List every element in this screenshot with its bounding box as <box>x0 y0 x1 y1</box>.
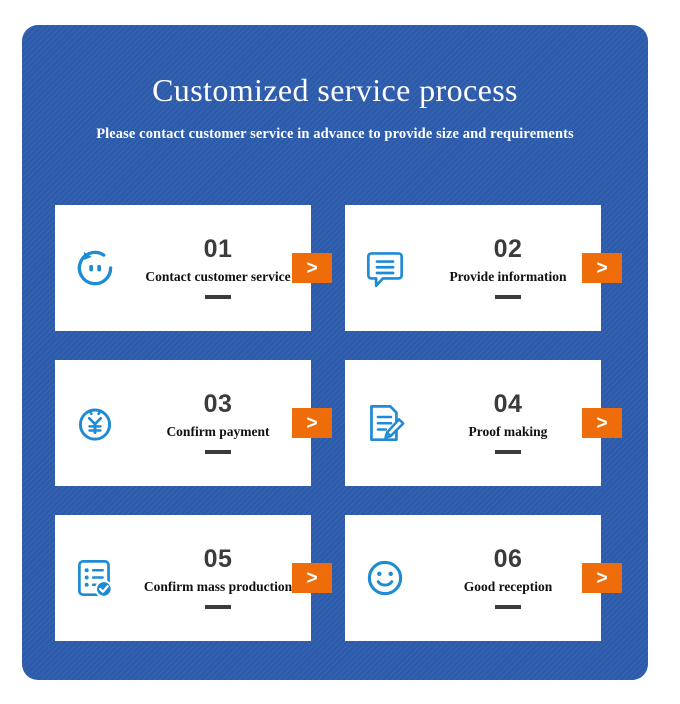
next-step-arrow-button[interactable]: > <box>582 408 622 438</box>
process-step-card-04[interactable]: 04 Proof making > <box>345 360 622 486</box>
smiley-face-icon <box>357 550 413 606</box>
step-number: 02 <box>493 234 523 263</box>
card-content: 05 Confirm mass production <box>125 515 311 641</box>
process-row-3: 05 Confirm mass production > <box>55 515 622 641</box>
step-number: 05 <box>203 544 233 573</box>
step-number: 01 <box>203 234 233 263</box>
chevron-right-icon: > <box>306 412 318 434</box>
step-label: Contact customer service <box>145 268 291 284</box>
document-pencil-icon <box>357 395 413 451</box>
step-label: Proof making <box>468 423 548 439</box>
yuan-currency-circle-icon <box>67 395 123 451</box>
process-step-card-02[interactable]: 02 Provide information > <box>345 205 622 331</box>
chevron-right-icon: > <box>306 567 318 589</box>
next-step-arrow-button[interactable]: > <box>582 253 622 283</box>
card-content: 04 Proof making <box>415 360 601 486</box>
step-underline-dash <box>205 295 231 300</box>
process-step-card-05[interactable]: 05 Confirm mass production > <box>55 515 332 641</box>
next-step-arrow-button[interactable]: > <box>292 408 332 438</box>
chevron-right-icon: > <box>306 257 318 279</box>
card-content: 02 Provide information <box>415 205 601 331</box>
process-row-2: 03 Confirm payment > <box>55 360 622 486</box>
page-title: Customized service process <box>152 72 518 108</box>
page-subtitle: Please contact customer service in advan… <box>96 126 574 143</box>
chevron-right-icon: > <box>596 567 608 589</box>
chevron-right-icon: > <box>596 257 608 279</box>
step-label: Good reception <box>463 578 553 594</box>
next-step-arrow-button[interactable]: > <box>582 563 622 593</box>
checklist-check-badge-icon <box>67 550 123 606</box>
step-label: Provide information <box>449 268 567 284</box>
service-process-panel: Customized service process Please contac… <box>22 25 648 680</box>
card-content: 06 Good reception <box>415 515 601 641</box>
process-step-card-01[interactable]: 01 Contact customer service > <box>55 205 332 331</box>
card-content: 01 Contact customer service <box>125 205 311 331</box>
step-number: 03 <box>203 389 233 418</box>
process-step-card-03[interactable]: 03 Confirm payment > <box>55 360 332 486</box>
step-underline-dash <box>205 605 231 610</box>
step-underline-dash <box>205 450 231 455</box>
step-label: Confirm mass production <box>143 578 293 594</box>
next-step-arrow-button[interactable]: > <box>292 563 332 593</box>
next-step-arrow-button[interactable]: > <box>292 253 332 283</box>
step-underline-dash <box>495 295 521 300</box>
step-label: Confirm payment <box>166 423 270 439</box>
customer-service-face-icon <box>67 240 123 296</box>
chevron-right-icon: > <box>596 412 608 434</box>
process-row-1: 01 Contact customer service > <box>55 205 622 331</box>
step-underline-dash <box>495 450 521 455</box>
card-content: 03 Confirm payment <box>125 360 311 486</box>
step-number: 06 <box>493 544 523 573</box>
speech-bubble-lines-icon <box>357 240 413 296</box>
process-steps-grid: 01 Contact customer service > <box>55 205 622 641</box>
process-step-card-06[interactable]: 06 Good reception > <box>345 515 622 641</box>
step-number: 04 <box>493 389 523 418</box>
step-underline-dash <box>495 605 521 610</box>
panel-header: Customized service process Please contac… <box>22 25 648 143</box>
